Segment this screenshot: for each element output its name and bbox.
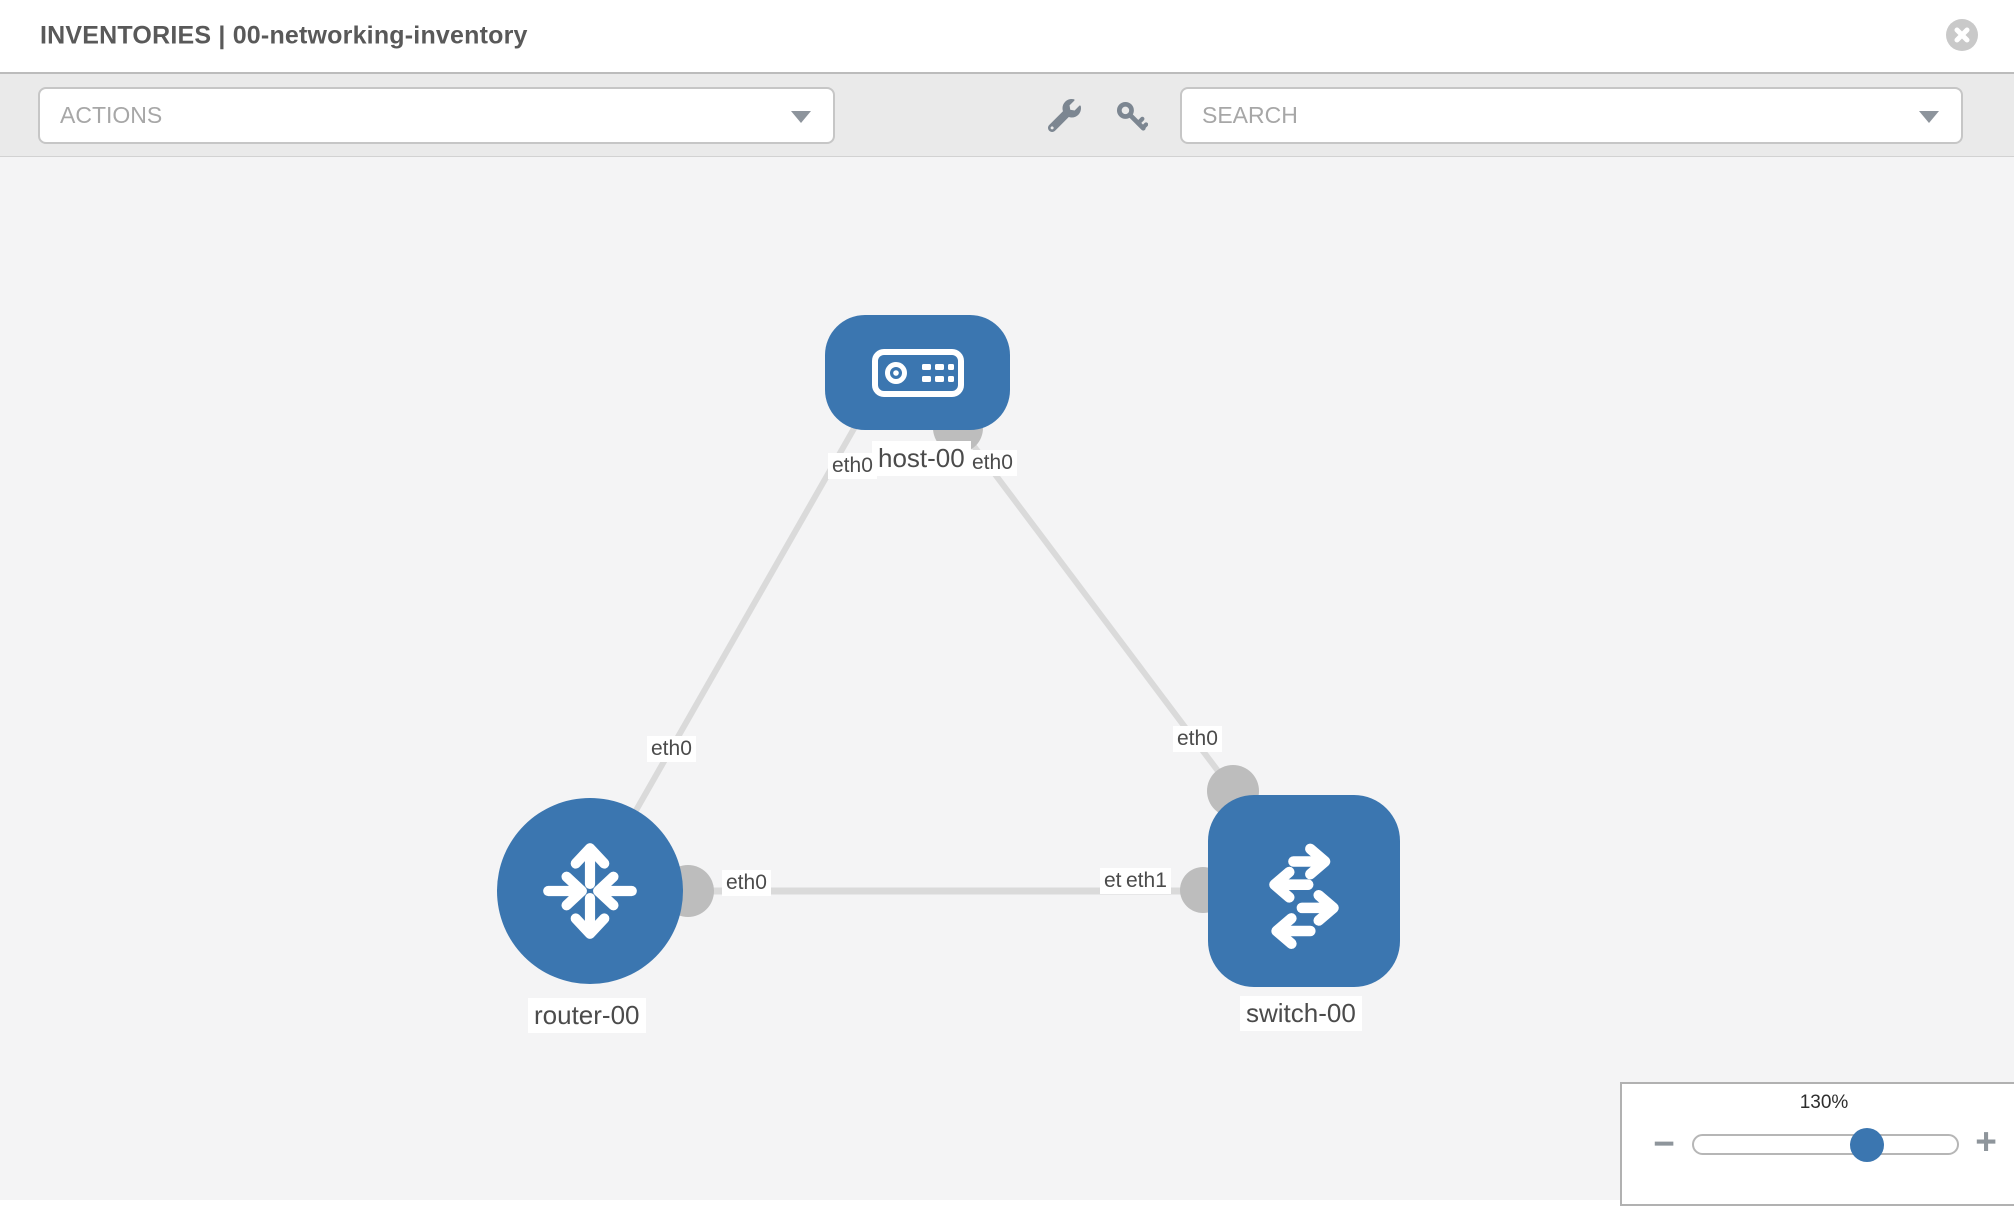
search-dropdown[interactable]: SEARCH: [1180, 87, 1963, 144]
switch-icon: [1245, 832, 1363, 950]
interface-label-router-eth0: eth0: [722, 870, 771, 896]
interface-label-host-eth0-left: eth0: [828, 453, 877, 479]
actions-dropdown-label: ACTIONS: [60, 102, 163, 128]
zoom-slider[interactable]: [1692, 1128, 1959, 1162]
node-label-host-00: host-00: [872, 441, 971, 476]
router-icon: [534, 835, 646, 947]
topology-canvas[interactable]: host-00 router-00 switch-00 eth0 eth0 et…: [0, 157, 2014, 1206]
zoom-out-button[interactable]: −: [1653, 1123, 1675, 1164]
search-dropdown-label: SEARCH: [1202, 102, 1298, 128]
topology-links-layer: [587, 395, 1304, 917]
host-icon: [871, 348, 964, 397]
wrench-icon[interactable]: [1047, 99, 1081, 137]
toolbar: ACTIONS SEARCH: [0, 72, 2014, 157]
zoom-slider-handle[interactable]: [1850, 1128, 1884, 1162]
node-label-router-00: router-00: [528, 998, 646, 1033]
link-host-router[interactable]: [587, 395, 875, 893]
interface-label-router-uplink: eth0: [647, 736, 696, 762]
close-button[interactable]: [1946, 19, 1978, 51]
node-router-00[interactable]: [497, 798, 683, 984]
node-label-switch-00: switch-00: [1240, 996, 1362, 1031]
interface-label-switch-uplink: eth0: [1173, 726, 1222, 752]
actions-dropdown[interactable]: ACTIONS: [38, 87, 835, 144]
key-icon[interactable]: [1116, 101, 1149, 137]
interface-label-switch-eth1: eth1: [1122, 868, 1171, 894]
zoom-panel: 130% − +: [1620, 1082, 2014, 1206]
zoom-level: 130%: [1799, 1092, 1849, 1113]
interface-label-host-eth0-right: eth0: [968, 450, 1017, 476]
page-title: INVENTORIES | 00-networking-inventory: [40, 21, 528, 50]
node-switch-00[interactable]: [1208, 795, 1400, 987]
chevron-down-icon: [791, 110, 811, 123]
chevron-down-icon: [1919, 110, 1939, 123]
page-header: INVENTORIES | 00-networking-inventory: [0, 0, 2014, 72]
close-icon: [1953, 26, 1971, 44]
zoom-in-button[interactable]: +: [1975, 1121, 1997, 1162]
node-host-00[interactable]: [825, 315, 1010, 430]
